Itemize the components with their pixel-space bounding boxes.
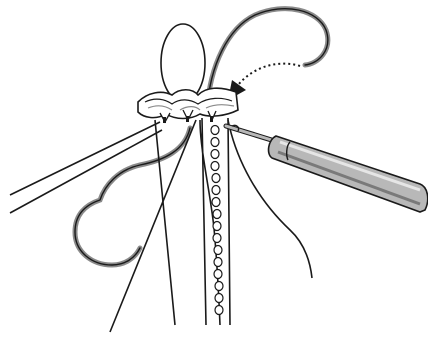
arrow-icon xyxy=(228,64,300,100)
yarn-tail-loop xyxy=(75,128,190,265)
crochet-hook-icon xyxy=(226,125,428,212)
chain-stitches-icon xyxy=(202,118,230,325)
stitch-row xyxy=(138,88,238,123)
